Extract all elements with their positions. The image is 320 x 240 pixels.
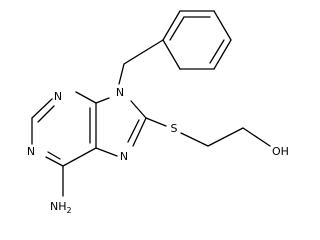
bond-c4-n9 — [95, 97, 110, 104]
imidazole-ring — [95, 97, 147, 157]
bond-c6-n1-double — [47, 151, 61, 160]
bond-c8-n7 — [132, 117, 147, 147]
bond-ph-2 — [213, 10, 232, 41]
bond-c5-c6 — [62, 147, 97, 167]
atom-label-n1: N — [27, 145, 35, 158]
bond-s-ch2 — [180, 132, 209, 147]
bond-n3-c4 — [75, 91, 97, 104]
bond-c2-n3-double — [37, 105, 55, 123]
bond-ch2-oh — [242, 127, 271, 147]
bond-benzyl-1 — [123, 39, 164, 65]
bond-benzyl-2 — [118, 63, 125, 85]
atom-label-n7: N — [120, 150, 128, 163]
structure-canvas: N N N N S OH NH2 — [27, 10, 289, 215]
atom-label-n9: N — [116, 86, 124, 99]
bond-ph-inner-3 — [169, 16, 185, 41]
bond-ph-6 — [162, 10, 181, 41]
bond-n7-c5 — [95, 147, 118, 157]
bond-n9-c8 — [130, 100, 147, 119]
bond-ch2-ch2 — [207, 127, 244, 147]
atom-label-sulfur: S — [171, 122, 178, 135]
bond-ph-inner-2 — [209, 39, 225, 64]
phenyl-ring — [162, 10, 232, 70]
bond-ph-3 — [213, 39, 232, 70]
atom-label-amine: NH2 — [50, 200, 72, 215]
bond-c6-n1 — [45, 156, 64, 167]
bond-c2-n3 — [31, 98, 53, 119]
bond-ph-5 — [162, 39, 181, 70]
molecule-structure: N N N N S OH NH2 — [27, 10, 289, 215]
amine-main: NH — [50, 200, 67, 213]
pyrimidine-ring — [31, 91, 97, 167]
bond-c8-s — [145, 117, 167, 127]
atom-label-hydroxyl: OH — [272, 145, 289, 158]
bond-c8-n7-double — [127, 119, 140, 143]
atom-label-n3: N — [54, 90, 62, 103]
amine-subscript: 2 — [67, 206, 72, 215]
